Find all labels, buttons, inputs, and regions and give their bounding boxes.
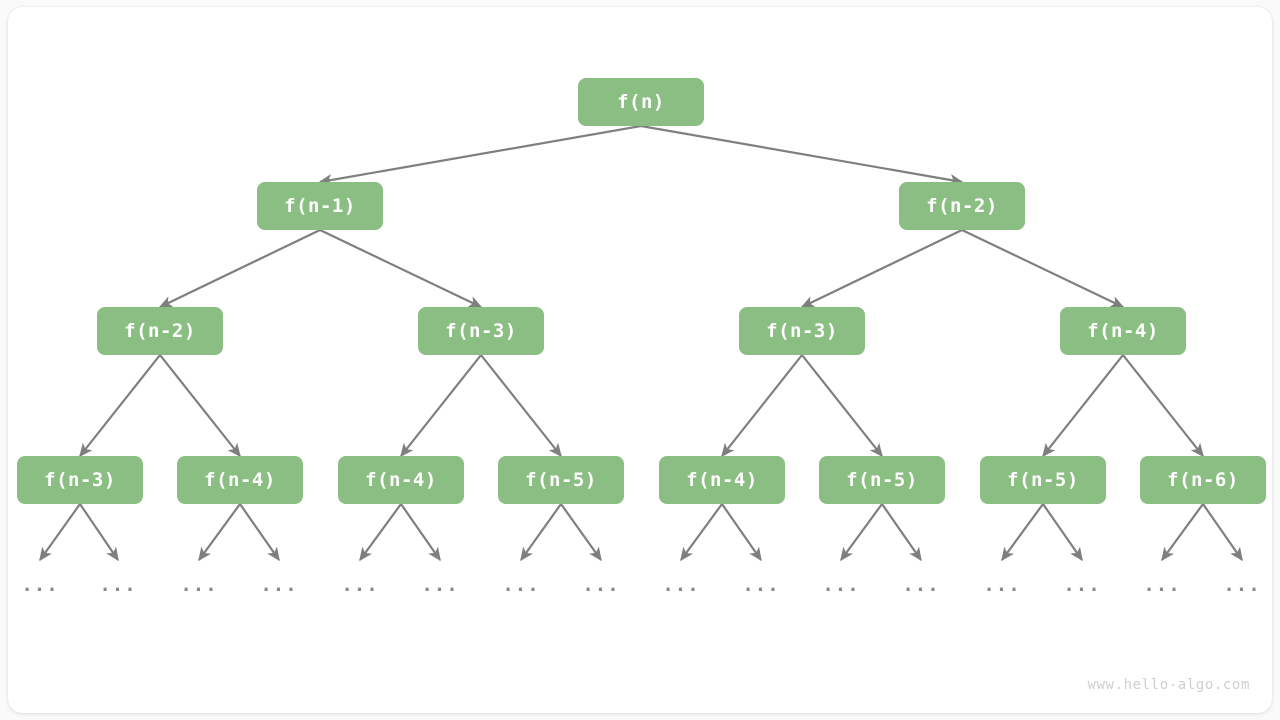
ellipsis-marker: ... [983,574,1021,596]
ellipsis-marker: ... [1223,574,1261,596]
tree-node-n2: f(n-2) [899,182,1025,230]
tree-node-n4: f(n-3) [418,307,544,355]
ellipsis-marker: ... [822,574,860,596]
ellipsis-marker: ... [341,574,379,596]
tree-node-n7: f(n-3) [17,456,143,504]
ellipsis-marker: ... [1143,574,1181,596]
tree-node-n1: f(n-1) [257,182,383,230]
watermark: www.hello-algo.com [1087,677,1250,693]
ellipsis-marker: ... [502,574,540,596]
ellipsis-marker: ... [99,574,137,596]
tree-node-n14: f(n-6) [1140,456,1266,504]
tree-node-n5: f(n-3) [739,307,865,355]
ellipsis-marker: ... [902,574,940,596]
tree-node-n6: f(n-4) [1060,307,1186,355]
ellipsis-marker: ... [260,574,298,596]
ellipsis-marker: ... [582,574,620,596]
tree-node-n11: f(n-4) [659,456,785,504]
tree-node-n10: f(n-5) [498,456,624,504]
tree-node-n13: f(n-5) [980,456,1106,504]
ellipsis-marker: ... [421,574,459,596]
tree-node-n12: f(n-5) [819,456,945,504]
tree-node-n3: f(n-2) [97,307,223,355]
ellipsis-marker: ... [21,574,59,596]
ellipsis-marker: ... [662,574,700,596]
tree-node-n9: f(n-4) [338,456,464,504]
ellipsis-marker: ... [180,574,218,596]
ellipsis-marker: ... [742,574,780,596]
tree-node-n0: f(n) [578,78,704,126]
tree-node-n8: f(n-4) [177,456,303,504]
ellipsis-marker: ... [1063,574,1101,596]
